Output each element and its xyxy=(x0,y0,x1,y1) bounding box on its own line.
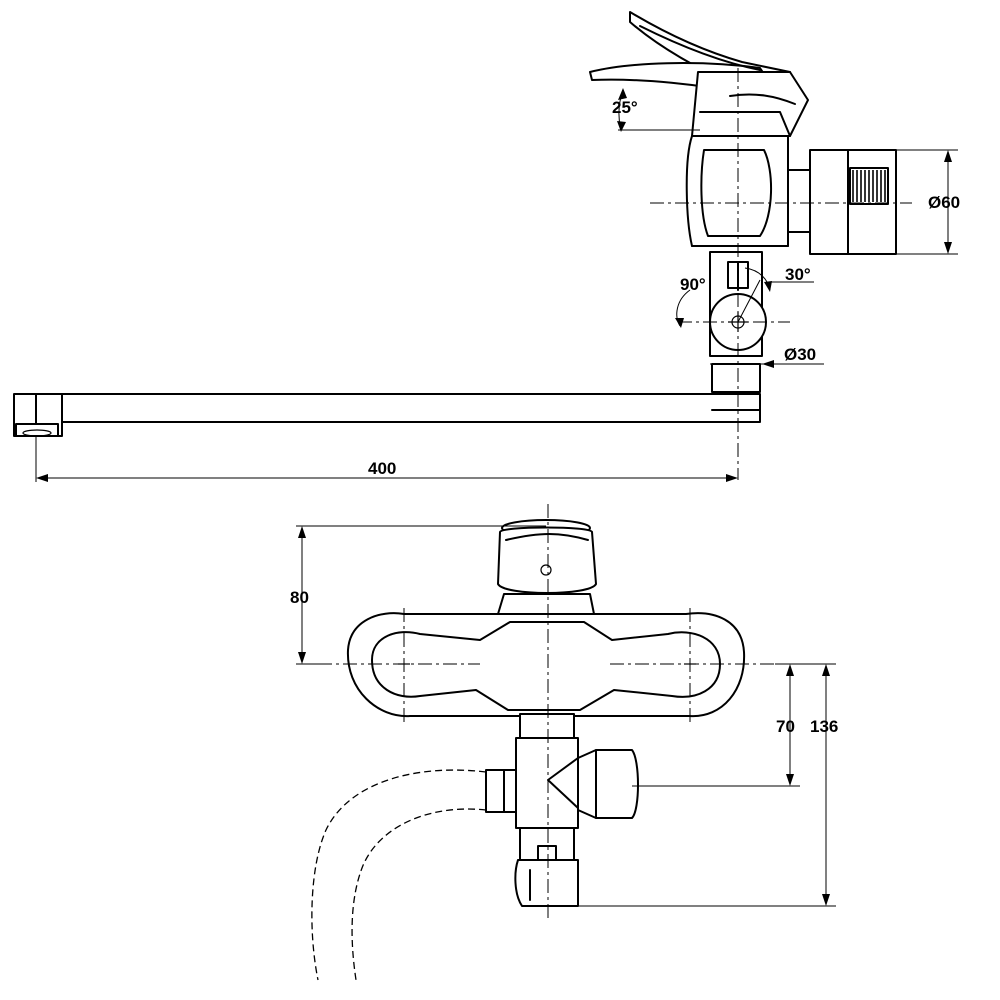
total-height-label: 136 xyxy=(810,717,838,736)
total-height-dimension: 136 xyxy=(578,663,838,907)
wall-connector xyxy=(650,149,912,255)
front-diverter xyxy=(485,504,639,920)
mixer-body xyxy=(685,135,789,247)
diverter-angle-right-label: 30° xyxy=(785,265,811,284)
spout-length-label: 400 xyxy=(368,459,396,478)
diverter-angle-dimension: 90° 30° xyxy=(675,265,814,328)
lever-handle xyxy=(589,11,809,137)
lever-angle-dimension: 25° xyxy=(612,88,700,132)
side-view: 25° xyxy=(13,11,960,482)
handle-height-label: 80 xyxy=(290,588,309,607)
connection-diameter-dimension: Ø60 xyxy=(896,149,960,255)
spout-length-dimension: 400 xyxy=(35,436,738,482)
front-handle xyxy=(497,519,597,615)
diverter-body xyxy=(678,251,790,357)
shower-hose xyxy=(311,769,487,981)
diverter-angle-left-label: 90° xyxy=(680,275,706,294)
thread-hatch xyxy=(852,170,886,202)
front-view: 80 70 136 xyxy=(290,504,838,981)
outlet-offset-label: 70 xyxy=(776,717,795,736)
front-body xyxy=(318,608,775,724)
spout xyxy=(13,363,761,437)
outlet-offset-dimension: 70 xyxy=(632,663,800,787)
body-diameter-label: Ø30 xyxy=(784,345,816,364)
connection-diameter-label: Ø60 xyxy=(928,193,960,212)
lever-angle-label: 25° xyxy=(612,98,638,117)
handle-height-dimension: 80 xyxy=(290,525,546,665)
